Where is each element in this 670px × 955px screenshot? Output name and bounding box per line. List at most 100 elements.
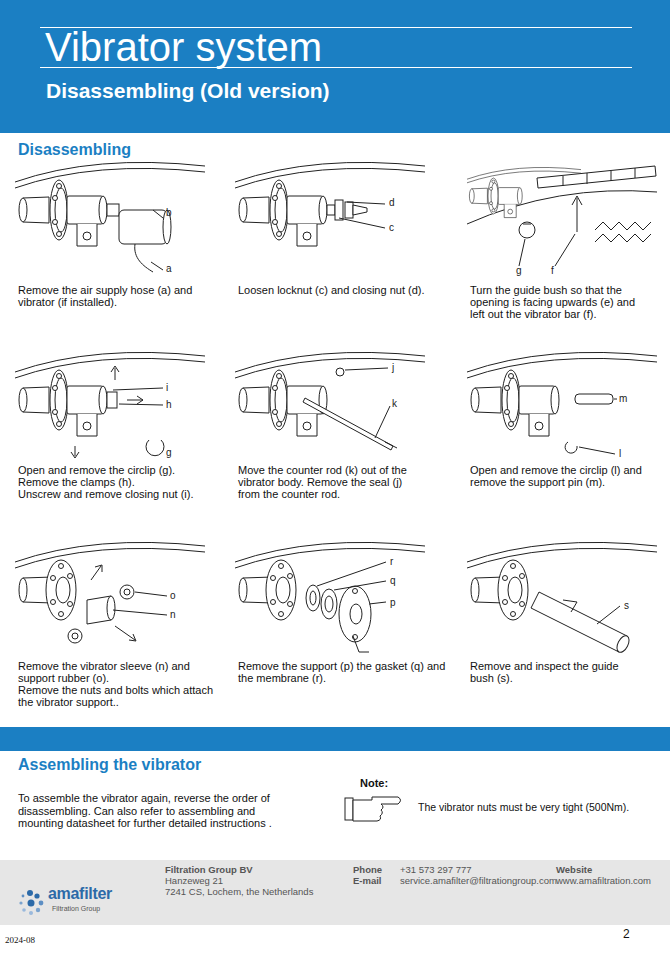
drawing-part [537,166,656,188]
drawing-part [127,396,143,404]
drawing-part [15,162,205,246]
section-heading: Assembling the vibrator [18,756,201,774]
drawing-part [325,596,333,612]
callout-letter: k [392,398,397,410]
drawing-part [124,589,130,595]
callout-letter: g [516,265,522,277]
contact-value: +31 573 297 777 [400,865,472,876]
drawing-part [72,633,78,639]
drawing-part [563,168,635,186]
body-text: To assemble the vibrator again, reverse … [18,792,300,830]
callout-letter: r [390,556,393,568]
drawing-part [71,446,79,458]
drawing-part [565,442,577,453]
drawing-part [27,890,33,896]
drawing-part [350,604,362,624]
drawing-part [345,798,353,820]
callout-letter: n [170,609,176,621]
logo-text: amafilter [48,885,112,903]
page-number: 2 [623,928,630,942]
drawing-part [597,606,620,624]
drawing-part [34,893,39,898]
step-figure [467,166,657,266]
drawing-part [22,895,25,898]
line-art [0,162,670,925]
drawing-part [575,394,613,404]
callout-letter: p [390,597,396,609]
drawing-part [563,600,577,612]
callout-letter: s [624,600,629,612]
drawing-part [119,404,163,405]
step-figure [467,352,657,454]
step-caption: Remove the nuts and bolts which attach t… [18,684,218,708]
drawing-part [107,204,119,216]
drawing-part [146,440,164,456]
drawing-part [107,392,117,408]
drawing-part [595,222,651,242]
callout-letter: c [389,222,394,234]
contact-value: www.amafiltration.com [556,876,651,887]
drawing-part [614,634,631,655]
drawing-part [572,196,582,232]
drawing-part [353,589,358,594]
drawing-part [303,398,393,450]
drawing-part [531,592,627,652]
drawing-part [306,585,320,611]
drawing-part [28,900,35,907]
drawing-part [321,589,337,619]
step-caption: Remove and inspect the guide bush (s). [470,660,640,684]
drawing-part [614,399,617,400]
drawing-part [467,352,657,436]
contact-label: E-mail [353,876,382,887]
callout-letter: i [166,382,168,394]
step-caption: Move the counter rod (k) out of the vibr… [238,464,418,500]
step-figure [235,162,425,246]
drawing-part [135,592,167,596]
subtitle: Disassembling (Old version) [46,79,330,103]
drawing-part [335,200,343,220]
drawing-part [235,352,425,436]
step-figure [15,352,205,458]
callout-letter: h [166,399,172,411]
drawing-part [235,542,425,620]
drawing-part [68,629,82,643]
note-text: The vibrator nuts must be very tight (50… [418,801,629,813]
drawing-part [345,368,388,370]
drawing-part [120,585,134,599]
section-heading: Disassembling [18,141,131,159]
drawing-part [115,626,136,641]
drawing-part [327,205,335,215]
step-caption: Remove the air supply hose (a) and vibra… [18,284,196,308]
drawing-part [119,210,167,244]
drawing-part [555,234,575,266]
callout-letter: o [170,590,176,602]
step-caption: Unscrew and remove closing nut (i). [18,488,193,500]
drawing-part [310,591,316,605]
logo-mark [19,890,43,915]
address-line: 7241 CS, Lochem, the Netherlands [165,887,313,898]
drawing-part [39,901,44,906]
callout-letter: j [392,362,394,374]
callout-letter: d [389,197,395,209]
logo-subtext: Filtration Group [52,905,100,913]
callout-letter: f [551,265,554,277]
drawing-part [347,202,385,204]
header-band: Vibrator systemDisassembling (Old versio… [0,0,670,133]
company-name: Filtration Group BV [165,865,253,876]
step-figure [15,542,205,643]
drawing-part [19,901,22,904]
drawing-part [15,542,205,620]
drawing-part [385,442,397,448]
drawing-part [113,388,163,390]
step-caption: Open and remove the circlip (g). [18,464,175,476]
drawing-part [339,218,385,228]
step-figure [235,542,425,652]
drawing-part [579,447,615,454]
drawing-part [22,908,26,912]
step-figure [467,542,657,654]
drawing-part [107,596,115,620]
drawing-part [113,610,167,615]
drawing-part [369,602,386,604]
drawing-part [353,205,367,215]
